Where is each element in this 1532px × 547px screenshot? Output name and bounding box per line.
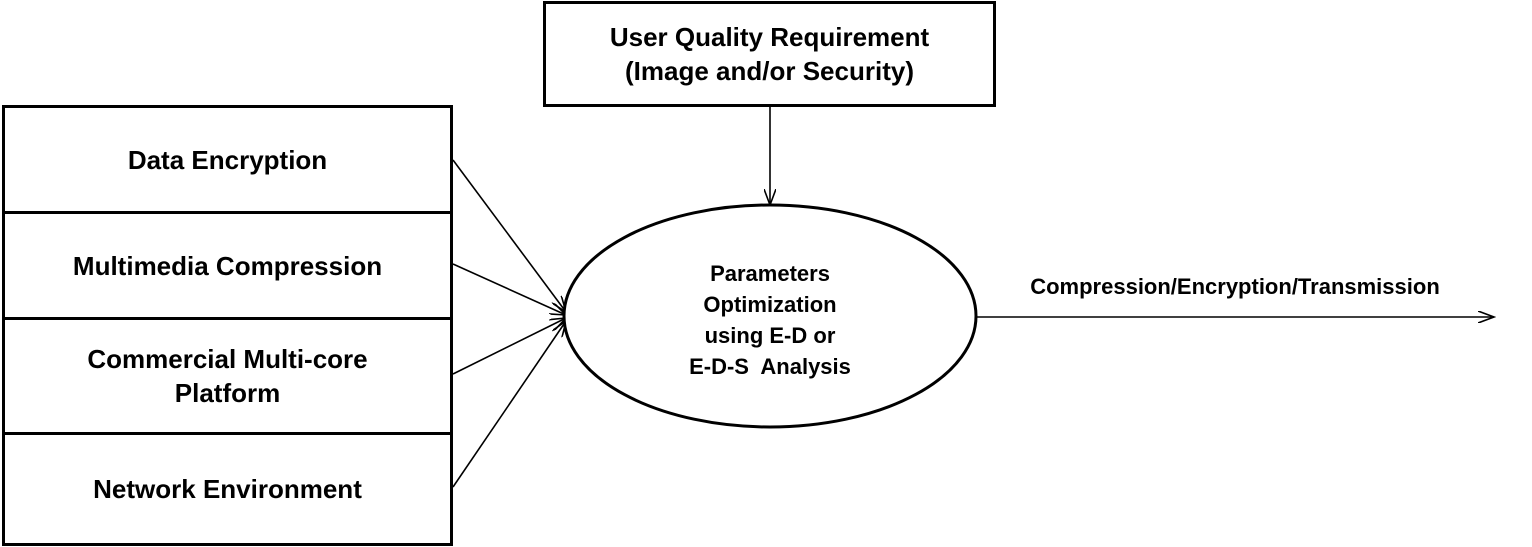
input-commercial-multicore-platform: Commercial Multi-core Platform bbox=[5, 320, 450, 435]
input-factors-stack: Data Encryption Multimedia Compression C… bbox=[2, 105, 453, 546]
input-label: Network Environment bbox=[93, 474, 362, 504]
arrow-multimedia-compression-to-optimizer bbox=[452, 263, 566, 315]
input-label: Commercial Multi-core bbox=[87, 344, 368, 374]
input-label: Data Encryption bbox=[127, 144, 328, 175]
optimizer-line: using E-D or bbox=[704, 323, 836, 348]
input-label-line2: Platform bbox=[174, 378, 281, 408]
input-label: Multimedia Compression bbox=[72, 250, 383, 281]
optimizer-line: Parameters bbox=[710, 261, 830, 286]
input-network-environment: Network Environment bbox=[5, 435, 450, 543]
user-quality-requirement-box: User Quality Requirement (Image and/or S… bbox=[543, 1, 996, 107]
arrow-multicore-platform-to-optimizer bbox=[452, 318, 566, 375]
user-requirement-line2: (Image and/or Security) bbox=[625, 56, 914, 86]
optimizer-line: Optimization bbox=[703, 292, 837, 317]
output-label: Compression/Encryption/Transmission bbox=[1030, 274, 1440, 299]
user-requirement-line1: User Quality Requirement bbox=[609, 22, 930, 52]
arrow-data-encryption-to-optimizer bbox=[452, 159, 566, 312]
arrow-network-environment-to-optimizer bbox=[452, 321, 566, 488]
optimizer-line: E-D-S Analysis bbox=[689, 354, 851, 379]
input-data-encryption: Data Encryption bbox=[5, 108, 450, 214]
optimizer-label: Parameters Optimization using E-D or E-D… bbox=[600, 258, 940, 382]
input-multimedia-compression: Multimedia Compression bbox=[5, 214, 450, 320]
optimizer-ellipse bbox=[562, 203, 978, 429]
